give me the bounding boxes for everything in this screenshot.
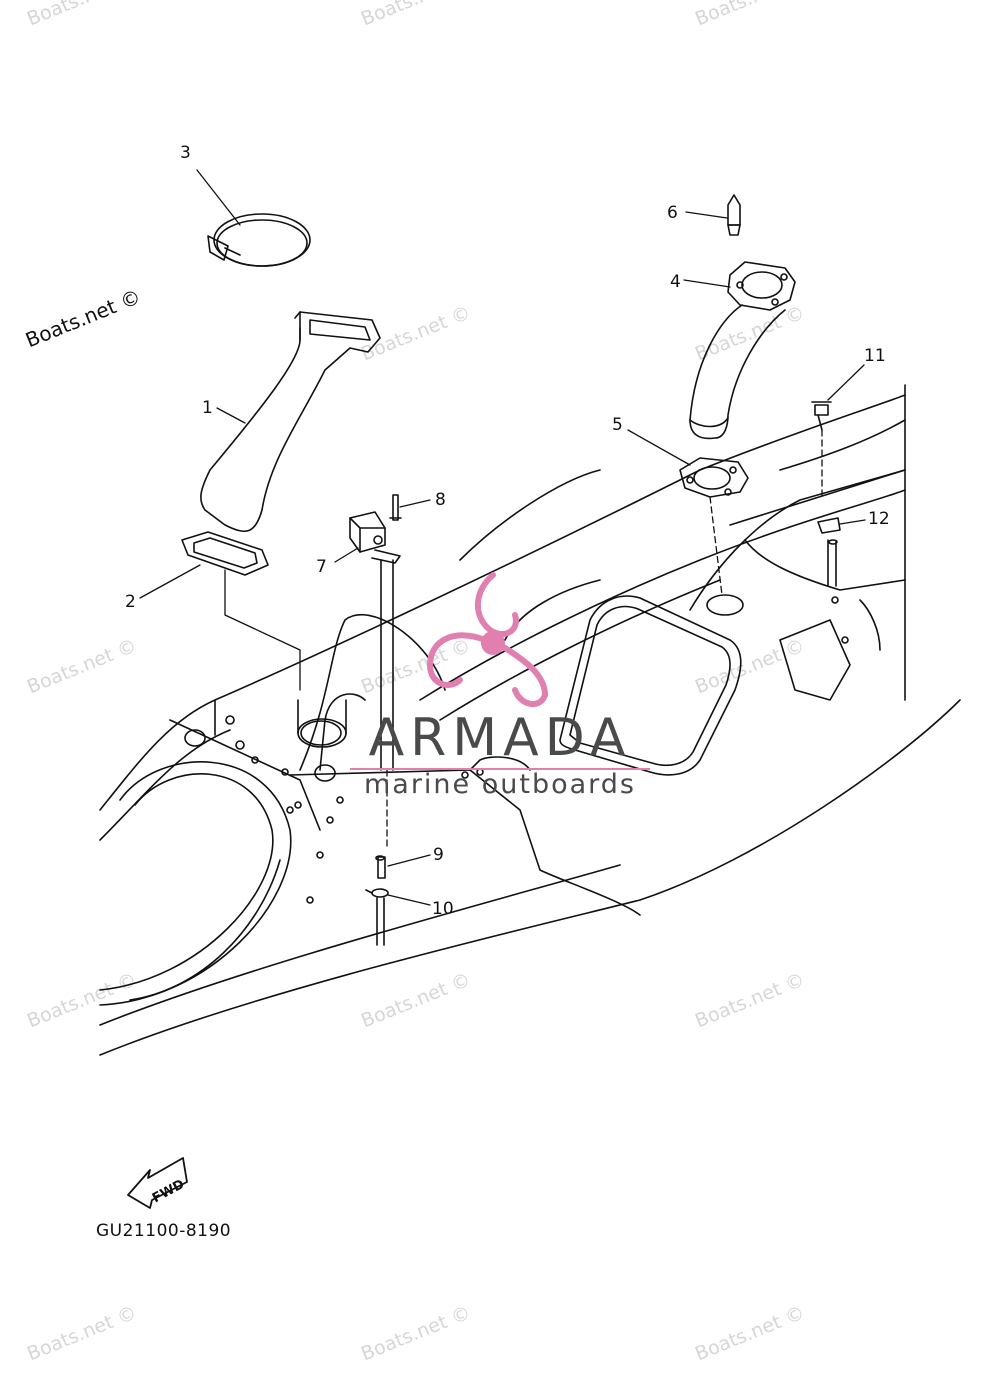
part-3-band	[207, 213, 311, 267]
brand-rule	[350, 768, 650, 770]
armada-brand: ARMADA marine outboards	[350, 712, 650, 800]
brand-subtitle: marine outboards	[363, 769, 636, 800]
part-5-flange	[679, 457, 749, 616]
part-12-clip	[817, 517, 841, 587]
part-4-elbow	[689, 261, 796, 440]
mount-openings	[297, 699, 347, 748]
callout-7: 7	[316, 557, 327, 577]
callout-8: 8	[435, 490, 446, 510]
callout-10: 10	[432, 899, 454, 919]
callout-12: 12	[868, 509, 890, 529]
callout-5: 5	[612, 415, 623, 435]
callout-1: 1	[202, 398, 213, 418]
part-1-duct	[200, 311, 381, 533]
leader-lines	[139, 169, 866, 906]
callout-6: 6	[667, 203, 678, 223]
part-7-block	[349, 511, 401, 564]
fwd-label: FWD	[150, 1177, 187, 1206]
hull-outline	[99, 384, 961, 1056]
callout-2: 2	[125, 592, 136, 612]
part-6-fastener	[727, 194, 741, 236]
brand-name: ARMADA	[368, 708, 632, 768]
diagram-code: GU21100-8190	[96, 1221, 232, 1241]
fwd-arrow-icon	[127, 1157, 188, 1209]
callout-3: 3	[180, 143, 191, 163]
callout-numbers: 1 2 3 4 5 6 7 8 9 10 11 12	[125, 143, 890, 919]
part-10-clamp	[365, 888, 389, 946]
hull-holes	[184, 596, 849, 904]
part-2-gasket	[181, 531, 269, 576]
part-8-pin	[389, 494, 402, 521]
callout-4: 4	[670, 272, 681, 292]
armada-propeller-logo	[426, 572, 549, 707]
callout-11: 11	[864, 346, 886, 366]
callout-9: 9	[433, 845, 444, 865]
part-9-hose	[375, 559, 394, 879]
part-11-screw	[811, 401, 832, 431]
